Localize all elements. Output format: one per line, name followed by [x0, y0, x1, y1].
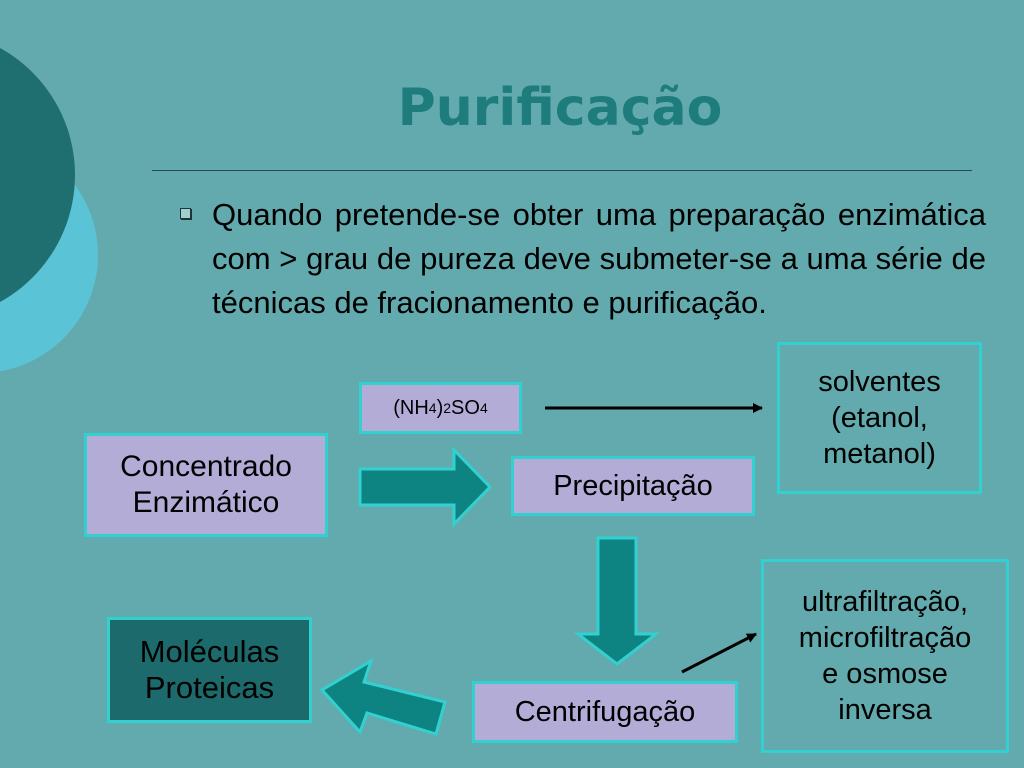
title-divider [152, 170, 972, 171]
concentrado-enzimatico-box: Concentrado Enzimático [84, 433, 328, 537]
arrow-down [573, 536, 661, 666]
arrow-centrifugacao-to-ultrafiltracao [681, 632, 757, 674]
solventes-box: solventes (etanol, metanol) [777, 342, 982, 494]
square-bullet-icon [180, 208, 191, 219]
arrow-right [358, 446, 493, 528]
moleculas-line2: Proteicas [144, 670, 275, 705]
concentrado-line2: Enzimático [132, 486, 280, 519]
formula-part1: (NH [393, 397, 429, 419]
bullet-text: Quando pretende-se obter uma preparação … [212, 197, 986, 320]
precipitacao-label: Precipitação [553, 470, 713, 502]
precipitacao-box: Precipitação [511, 456, 755, 516]
ultrafiltracao-box: ultrafiltração, microfiltração e osmose … [761, 559, 1009, 753]
centrifugacao-label: Centrifugação [514, 696, 696, 728]
ultrafiltracao-line1: ultrafiltração, [801, 586, 968, 618]
circle-dark [0, 48, 75, 302]
bullet-item: Quando pretende-se obter uma preparação … [180, 193, 986, 325]
ultrafiltracao-line4: inversa [838, 694, 932, 726]
moleculas-proteicas-box: Moléculas Proteicas [107, 617, 312, 723]
concentrado-line1: Concentrado [120, 450, 292, 483]
solventes-line1: solventes [818, 366, 941, 398]
moleculas-line1: Moléculas [139, 634, 280, 669]
formula-part3: SO [451, 397, 480, 419]
formula-part2: ) [436, 397, 444, 419]
centrifugacao-box: Centrifugação [472, 681, 738, 743]
slide-title: Purificação [397, 78, 723, 138]
ultrafiltracao-line3: e osmose [822, 658, 948, 690]
solventes-line2: (etanol, [831, 402, 928, 434]
arrow-left [319, 657, 447, 736]
ultrafiltracao-line2: microfiltração [798, 622, 972, 654]
solventes-line3: metanol) [823, 438, 936, 470]
